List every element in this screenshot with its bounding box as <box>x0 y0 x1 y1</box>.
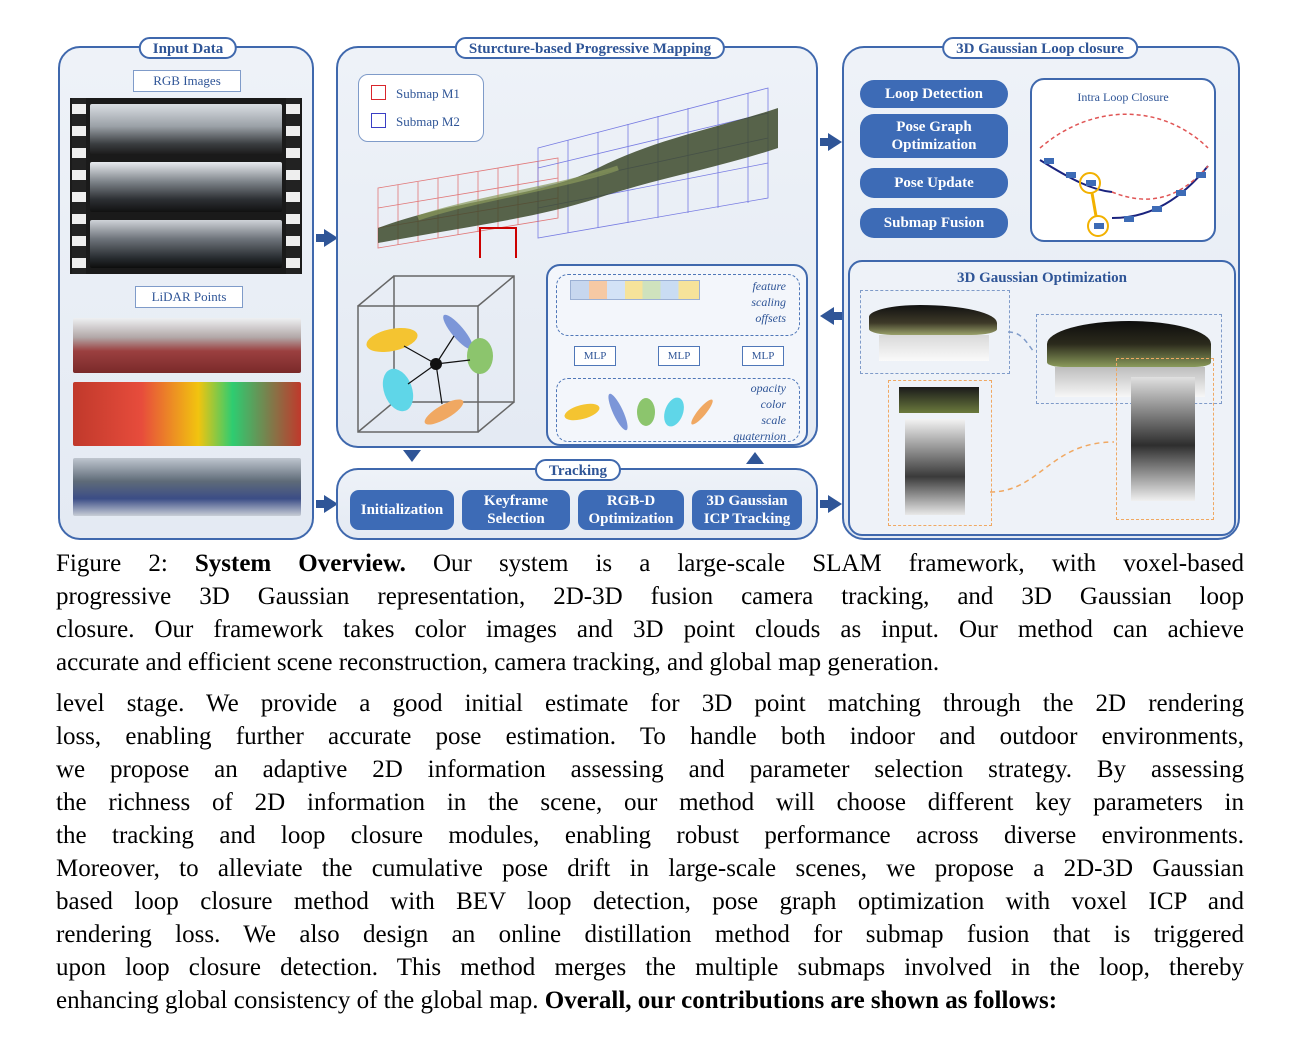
tracking-title: Tracking <box>534 459 622 481</box>
rgb-images-label: RGB Images <box>133 70 241 92</box>
mlp-block-2: MLP <box>658 346 700 366</box>
body-line-6: Moreover, to alleviate the cumulative po… <box>56 855 1244 882</box>
submap-legend: Submap M1 Submap M2 <box>358 74 484 142</box>
red-cube-icon <box>371 85 386 100</box>
blue-cube-icon <box>371 113 386 128</box>
pose-graph-optimization-step: Pose Graph Optimization <box>860 114 1008 158</box>
input-to-mapping-arrow <box>316 234 326 242</box>
submap-m2-legend-item: Submap M2 <box>371 113 460 130</box>
intra-loop-closure-label: Intra Loop Closure <box>1077 90 1169 104</box>
body-line-9: upon loop closure detection. This method… <box>56 954 1244 981</box>
body-line-5: the tracking and loop closure modules, e… <box>56 822 1244 849</box>
submap-render-1 <box>860 290 1010 374</box>
voxel-submap-visualization <box>377 87 778 258</box>
body-line-7: based loop closure method with BEV loop … <box>56 888 1244 915</box>
rgb-image-2 <box>90 162 282 212</box>
mapping-title: Sturcture-based Progressive Mapping <box>454 37 726 59</box>
rgb-film-strip <box>70 98 302 274</box>
optimization-to-mapping-arrowhead <box>820 307 834 325</box>
mapping-panel: Sturcture-based Progressive Mapping Subm… <box>336 37 818 448</box>
body-line-3: we propose an adaptive 2D information as… <box>56 756 1244 783</box>
submap-render-2 <box>888 380 992 526</box>
caption-bold-title: System Overview. <box>194 550 406 577</box>
loop-closure-title: 3D Gaussian Loop closure <box>942 37 1138 59</box>
body-line-8: rendering loss. We also design an online… <box>56 921 1244 948</box>
body-line-10: enhancing global consistency of the glob… <box>56 987 1058 1014</box>
input-data-title: Input Data <box>138 37 238 59</box>
gaussian-optimization-title: 3D Gaussian Optimization <box>956 270 1128 286</box>
gaussian-attribute-box: feature scaling offsets MLP MLP MLP opac… <box>546 264 808 446</box>
contributions-bold: Overall, our contributions are shown as … <box>544 987 1058 1014</box>
output-gaussians <box>564 393 713 431</box>
mlp-block-1: MLP <box>574 346 616 366</box>
tracking-panel: Tracking Initialization Keyframe Selecti… <box>336 459 818 540</box>
gaussian-icp-tracking-step: 3D Gaussian ICP Tracking <box>692 490 802 530</box>
body-paragraph: level stage. We provide a good initial e… <box>56 687 1244 1017</box>
optimization-to-mapping-arrow <box>832 312 842 320</box>
pose-update-step: Pose Update <box>860 168 1008 198</box>
caption-line-3: closure. Our framework takes color image… <box>56 616 1244 643</box>
scale-label: scale <box>761 413 786 427</box>
mapping-to-tracking-arrow <box>403 450 421 462</box>
body-line-2: loss, enabling further accurate pose est… <box>56 723 1244 750</box>
lidar-image-3 <box>73 458 301 516</box>
offsets-label: offsets <box>755 311 786 325</box>
attribute-dashed-box <box>556 378 800 442</box>
rgb-image-3 <box>90 220 282 268</box>
input-to-tracking-arrowhead <box>324 495 338 513</box>
tracking-to-loop-arrow <box>820 500 830 508</box>
caption-line-2: progressive 3D Gaussian representation, … <box>56 583 1244 610</box>
tracking-to-loop-arrowhead <box>828 495 842 513</box>
scaling-label: scaling <box>751 295 786 309</box>
caption-line-4: accurate and efficient scene reconstruct… <box>56 649 940 676</box>
input-data-panel: Input Data RGB Images LiDAR Points <box>58 37 314 540</box>
mapping-to-loop-arrowhead <box>828 133 842 151</box>
input-to-mapping-arrowhead <box>324 229 338 247</box>
feature-label: feature <box>752 279 786 293</box>
color-label: color <box>760 397 786 411</box>
mapping-to-loop-arrow <box>820 138 830 146</box>
caption-line-1: Figure 2: System Overview. Our system is… <box>56 550 1245 577</box>
voxel-cube-gaussians <box>357 275 515 433</box>
submap-render-3 <box>1116 358 1214 520</box>
loop-closure-panel: 3D Gaussian Loop closure Loop Detection … <box>842 37 1240 540</box>
body-line-4: the richness of 2D information in the sc… <box>56 789 1244 816</box>
submap-m1-legend-item: Submap M1 <box>371 85 460 102</box>
gaussian-optimization-box: 3D Gaussian Optimization <box>848 260 1236 536</box>
system-overview-figure: Input Data RGB Images LiDAR Points Sturc… <box>56 34 1242 544</box>
keyframe-selection-step: Keyframe Selection <box>462 490 570 530</box>
lidar-image-1 <box>73 318 301 373</box>
initialization-step: Initialization <box>350 490 454 530</box>
body-line-1: level stage. We provide a good initial e… <box>56 690 1244 717</box>
opacity-label: opacity <box>750 381 786 395</box>
loop-detection-step: Loop Detection <box>860 80 1008 108</box>
pose-graph-trajectory <box>1039 113 1209 237</box>
lidar-points-label: LiDAR Points <box>135 286 243 308</box>
rgb-image-1 <box>90 104 282 154</box>
figure-caption: Figure 2: System Overview. Our system is… <box>56 547 1244 679</box>
rgbd-optimization-step: RGB-D Optimization <box>578 490 684 530</box>
quaternion-label: quaternion <box>733 429 786 443</box>
input-to-tracking-arrow <box>316 500 326 508</box>
intra-loop-closure-box: Intra Loop Closure <box>1030 78 1216 242</box>
mlp-block-3: MLP <box>742 346 784 366</box>
feature-vector-bar <box>570 280 700 300</box>
tracking-to-mapping-arrow <box>746 452 764 464</box>
submap-fusion-step: Submap Fusion <box>860 208 1008 238</box>
lidar-image-2 <box>73 382 301 446</box>
feature-dashed-box <box>556 274 800 336</box>
